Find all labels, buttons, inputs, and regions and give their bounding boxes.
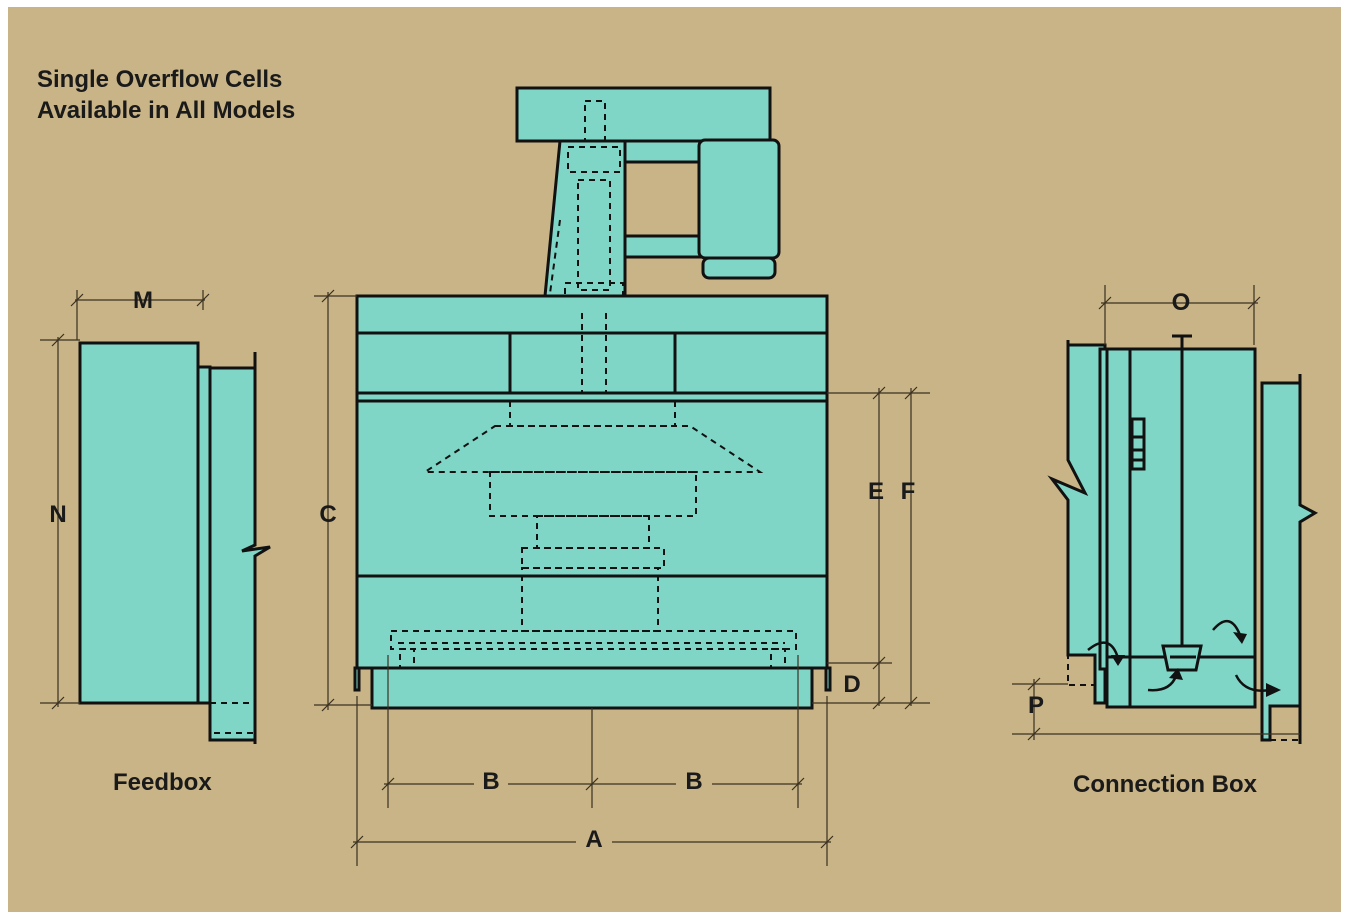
connection-box-drawing [1012, 285, 1319, 744]
motor-bracket-bottom [623, 234, 702, 259]
tank-top-band [355, 294, 829, 335]
motor-base [701, 256, 777, 280]
dimension-label-o: O [1171, 289, 1191, 316]
title-line-2: Available in All Models [37, 97, 296, 124]
tank-upper-section [355, 331, 829, 395]
dimension-label-e: E [867, 478, 885, 505]
support-column [543, 139, 627, 298]
dimension-label-b-left: B [482, 768, 500, 795]
hood-dashed [421, 425, 764, 473]
tank-base [370, 666, 814, 710]
dimension-label-m: M [133, 287, 153, 314]
drive-beam [515, 86, 772, 143]
tank-lower-section [355, 574, 829, 670]
dimension-label-a: A [585, 826, 603, 853]
feedbox-adjacent-cell [208, 366, 271, 742]
dimension-label-f: F [900, 478, 916, 505]
level-gauge [1130, 417, 1146, 471]
dimension-label-d: D [843, 671, 861, 698]
feedbox-body [78, 341, 200, 705]
dimension-label-p: P [1027, 692, 1045, 719]
motor [697, 138, 781, 260]
connection-box-left-cell [1047, 343, 1107, 705]
dimension-label-c: C [319, 501, 337, 528]
main-cell-drawing [314, 86, 930, 866]
tank-body [355, 399, 829, 578]
feedbox-wall [196, 365, 212, 705]
drawing-title: Single Overflow Cells Available in All M… [37, 64, 295, 126]
feedbox-drawing [40, 290, 271, 744]
dimension-label-b-right: B [685, 768, 703, 795]
dimension-label-n: N [49, 501, 67, 528]
connection-box-caption: Connection Box [1073, 771, 1257, 798]
feedbox-caption: Feedbox [113, 769, 212, 796]
title-line-1: Single Overflow Cells [37, 66, 283, 93]
feedbox-outlet-dashed [209, 702, 256, 734]
